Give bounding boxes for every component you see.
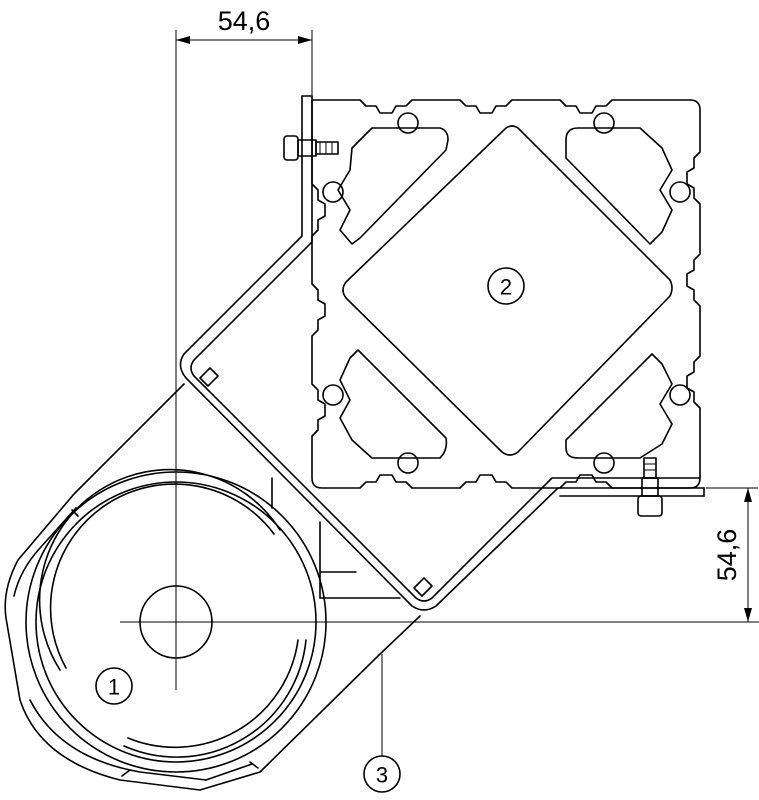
dimension-top-label: 54,6 (218, 6, 271, 36)
profile-bore-lb (322, 384, 344, 406)
bolt-top-left (283, 135, 339, 161)
profile-cavity-top-left (337, 127, 449, 245)
callout-3: 3 (363, 654, 401, 793)
profile-bore-bl (397, 452, 419, 474)
bracket-outer (179, 95, 705, 611)
clamp-liner-left (49, 483, 275, 669)
dimension-right: 54,6 (706, 487, 758, 622)
svg-text:3: 3 (376, 763, 388, 788)
profile-bore-lt (322, 181, 344, 203)
clamp-housing (4, 383, 421, 791)
profile-bore-rt (669, 181, 691, 203)
bracket-clip-upper (199, 367, 219, 387)
bracket-clip-lower (413, 577, 433, 597)
profile-outline (311, 99, 701, 489)
clamp-liner-bottom (127, 639, 299, 749)
callout-1: 1 (95, 667, 133, 705)
profile-bore-rb (669, 384, 691, 406)
mounting-bracket (179, 95, 705, 611)
dimension-top: 54,6 (176, 6, 313, 96)
aluminium-profile (311, 99, 701, 489)
svg-text:1: 1 (108, 675, 120, 700)
profile-cavity-bottom-left (339, 349, 448, 459)
profile-bore-tr (593, 112, 615, 134)
profile-bore-br (593, 452, 615, 474)
bracket-inner (190, 95, 701, 602)
bolt-bottom-right (637, 457, 663, 517)
clamp-liner-left-2 (38, 468, 281, 671)
dimension-right-label: 54,6 (712, 529, 742, 582)
clamp-housing-inner (13, 507, 253, 781)
center-lines (120, 30, 759, 690)
profile-bore-tl (397, 112, 419, 134)
profile-core-diamond (342, 125, 673, 456)
profile-cavity-top-right (565, 127, 673, 245)
callout-2: 2 (487, 267, 525, 305)
clamp-liner-bottom-2 (123, 639, 307, 758)
profile-cavity-bottom-right (565, 353, 673, 459)
svg-text:2: 2 (500, 275, 512, 300)
